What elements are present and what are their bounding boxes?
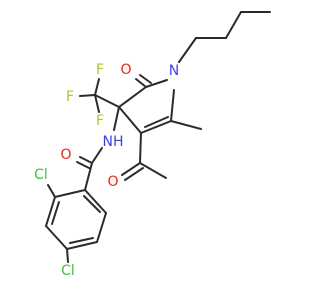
bond-nh-camide bbox=[91, 147, 103, 164]
molecule-structure: N O F F F NH O O Cl Cl bbox=[34, 11, 271, 279]
atom-labels: N O F F F NH O O Cl Cl bbox=[34, 62, 179, 279]
bond-benz-inner-b bbox=[69, 237, 94, 244]
bond-butyl-1 bbox=[178, 37, 197, 63]
bond-lactam-co-1 bbox=[135, 78, 147, 88]
bond-ortho-cl bbox=[47, 184, 56, 198]
atom-cl-ortho: Cl bbox=[34, 167, 48, 183]
bond-lactam-co-2 bbox=[139, 74, 152, 84]
atom-o-acetyl: O bbox=[107, 174, 118, 190]
bond-ring-n-c2 bbox=[145, 79, 168, 88]
bond-c3-cf3 bbox=[94, 94, 120, 108]
bond-amide-co-2 bbox=[76, 161, 90, 169]
bond-benz-6-1 bbox=[84, 189, 107, 214]
bond-benz-inner-a bbox=[51, 201, 60, 225]
bond-c4-acetyl bbox=[139, 132, 142, 164]
bond-acetyl-o-2 bbox=[124, 167, 144, 181]
bond-camide-aryl bbox=[84, 162, 93, 191]
bond-benz-1-2 bbox=[54, 189, 86, 198]
bond-ring-c3-c4 bbox=[118, 106, 142, 134]
bond-acetyl-methyl bbox=[139, 162, 167, 179]
bond-amide-co-1 bbox=[79, 156, 93, 164]
bond-benz-inner-c bbox=[83, 195, 101, 213]
bond-cf3-fbottom bbox=[94, 94, 100, 113]
bond-cf3-fleft bbox=[79, 94, 96, 97]
bond-ring-c2-c3 bbox=[118, 86, 147, 108]
bond-benz-2-3 bbox=[45, 196, 56, 227]
atom-f-left: F bbox=[66, 89, 74, 105]
atom-o-lactam: O bbox=[120, 62, 131, 78]
bond-benz-3-4 bbox=[45, 225, 68, 250]
bond-para-cl bbox=[66, 248, 69, 263]
bond-butyl-3 bbox=[225, 11, 242, 39]
atom-cl-para: Cl bbox=[61, 263, 75, 279]
bond-ring-c4-c5 bbox=[140, 120, 172, 134]
bond-benz-4-5 bbox=[66, 241, 98, 250]
atom-o-amide: O bbox=[60, 147, 71, 163]
bond-acetyl-o-1 bbox=[121, 162, 141, 176]
atom-n-ring: N bbox=[169, 63, 179, 79]
bond-c3-nh bbox=[113, 106, 120, 131]
bond-ring-c4-c5-double bbox=[144, 116, 169, 128]
bond-cf3-ftop bbox=[94, 78, 100, 96]
bonds bbox=[45, 11, 271, 263]
atom-f-bottom: F bbox=[96, 113, 104, 129]
atom-nh: NH bbox=[103, 134, 124, 150]
structure-drawing: N O F F F NH O O Cl Cl bbox=[34, 11, 271, 279]
bond-benz-5-6 bbox=[96, 212, 107, 243]
bond-ring-c5-n bbox=[170, 89, 175, 122]
bond-methyl bbox=[170, 120, 202, 130]
atom-f-top: F bbox=[96, 62, 104, 78]
